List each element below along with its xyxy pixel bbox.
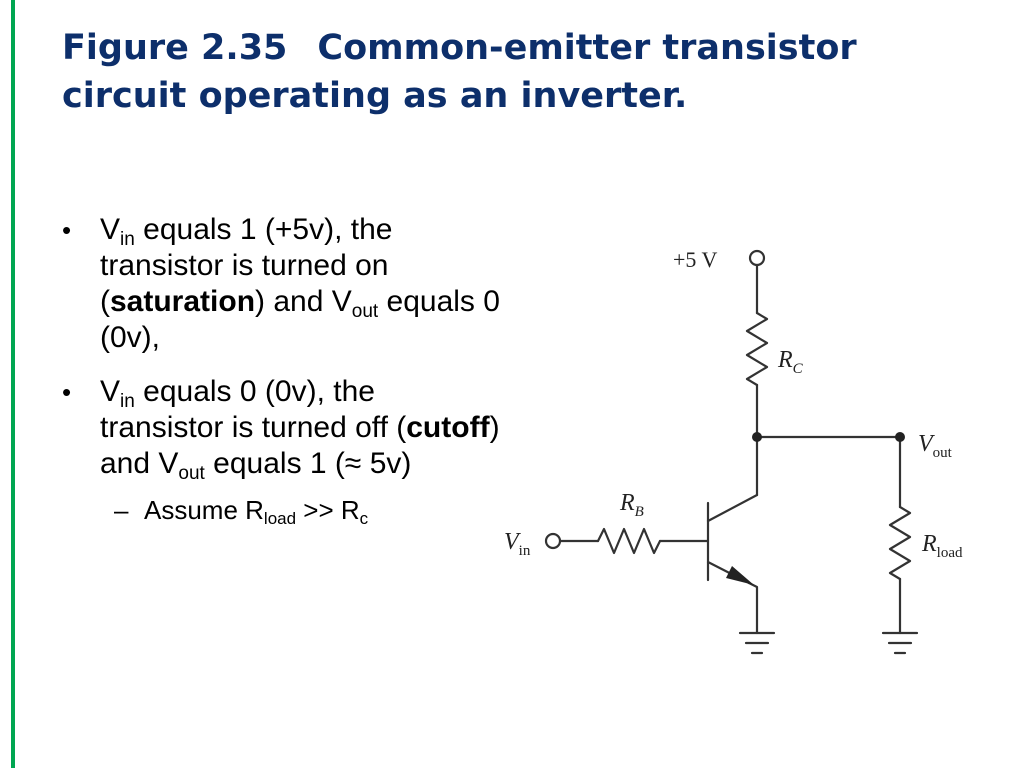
rb-resistor <box>596 527 662 555</box>
rload-label: Rload <box>921 531 963 561</box>
term-cutoff: cutoff <box>406 411 490 444</box>
bullet-dot: • <box>62 215 72 245</box>
left-accent-rule <box>11 0 15 768</box>
supply-terminal <box>748 249 766 267</box>
supply-label: +5 V <box>673 247 718 272</box>
vin-label: Vin <box>504 529 531 559</box>
bullet-list: •Vin equals 1 (+5v), the transistor is t… <box>62 212 502 544</box>
ground-left <box>738 631 776 655</box>
collector-junction-dot <box>752 432 762 442</box>
rc-label: RC <box>777 347 804 377</box>
circuit-diagram: +5 V RC RB Vout Vin Rload <box>504 247 963 655</box>
collector-lead <box>706 493 759 523</box>
rload-resistor <box>888 505 912 581</box>
vout-terminal-dot <box>895 432 905 442</box>
term-saturation: saturation <box>110 285 256 318</box>
bullet-saturation: •Vin equals 1 (+5v), the transistor is t… <box>62 213 500 354</box>
sub-bullet-assumption: –Assume Rload >> Rc <box>114 495 369 528</box>
emitter-wire <box>747 581 759 635</box>
ground-right <box>881 631 919 655</box>
sub-bullet-list: –Assume Rload >> Rc <box>100 494 502 528</box>
figure-number: Figure 2.35 <box>62 28 288 68</box>
vout-label: Vout <box>918 431 953 461</box>
bullet-dot: • <box>62 377 72 407</box>
bullet-cutoff: •Vin equals 0 (0v), the transistor is tu… <box>62 374 502 528</box>
vin-terminal <box>544 532 562 550</box>
emitter-arrow <box>726 566 754 585</box>
rc-resistor <box>745 311 769 387</box>
figure-caption: Common-emitter transistor circuit operat… <box>62 28 857 116</box>
rb-label: RB <box>619 490 644 520</box>
